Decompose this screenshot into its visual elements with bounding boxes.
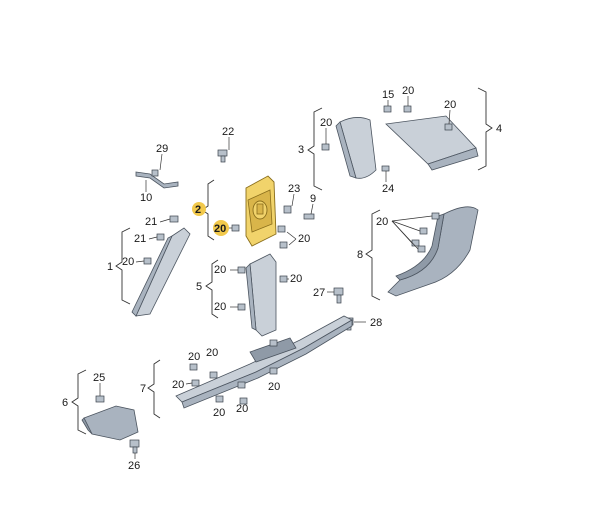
clip-20-p1 <box>143 257 152 265</box>
part-5-b-pillar-lower <box>245 253 277 337</box>
callout-2: 2 <box>195 204 201 216</box>
part-6-footwell-trim <box>81 395 139 441</box>
clips-20-p7 <box>189 339 278 405</box>
clip-23 <box>283 205 292 214</box>
callout-26: 26 <box>128 460 140 472</box>
bracket-7 <box>147 359 161 419</box>
clip-20-p5b <box>237 303 246 311</box>
callout-7: 7 <box>140 383 146 395</box>
clip-9 <box>303 213 315 220</box>
callout-20-p4a: 20 <box>402 85 414 97</box>
callout-20-p7d: 20 <box>213 407 225 419</box>
callout-5: 5 <box>196 281 202 293</box>
callout-10: 10 <box>140 192 152 204</box>
callout-3: 3 <box>298 144 304 156</box>
callout-4: 4 <box>496 123 502 135</box>
part-1-a-pillar-trim <box>131 227 191 317</box>
callout-20-p5a: 20 <box>214 264 226 276</box>
callout-23: 23 <box>288 183 300 195</box>
clip-24 <box>381 165 390 172</box>
callout-20-p2b: 20 <box>298 233 310 245</box>
callout-29: 29 <box>156 143 168 155</box>
callout-21-b: 21 <box>134 233 146 245</box>
fastener-27 <box>333 287 344 304</box>
part-2-b-pillar-upper <box>245 175 277 247</box>
callout-20-p5c: 20 <box>290 273 302 285</box>
callout-20-p7f: 20 <box>268 381 280 393</box>
part-3-trim <box>335 117 377 179</box>
callout-20-p1: 20 <box>122 256 134 268</box>
bracket-5 <box>205 259 219 319</box>
screw-26 <box>129 439 140 454</box>
clip-20-p2b <box>277 225 286 233</box>
callout-20-p2-highlight <box>213 220 229 236</box>
bracket-6 <box>71 369 87 435</box>
callout-28: 28 <box>370 317 382 329</box>
clip-20-p2 <box>231 224 240 232</box>
callout-20-p3: 20 <box>320 117 332 129</box>
callout-20-p7b: 20 <box>206 347 218 359</box>
clip-20-p5c <box>279 275 288 283</box>
clip-21-b <box>156 233 165 241</box>
callout-24: 24 <box>382 183 394 195</box>
clip-20-p2c <box>279 241 288 249</box>
callout-8: 8 <box>357 249 363 261</box>
callout-25: 25 <box>93 372 105 384</box>
callout-20-p5b: 20 <box>214 301 226 313</box>
bracket-3 <box>307 107 323 191</box>
clip-21-a <box>169 215 179 223</box>
callout-21-a: 21 <box>145 216 157 228</box>
callout-2-highlight <box>192 202 206 216</box>
bracket-4 <box>477 87 493 171</box>
callout-20-p4b: 20 <box>444 99 456 111</box>
callout-20-p7a: 20 <box>188 351 200 363</box>
bracket-1 <box>115 227 131 305</box>
part-4-clips <box>383 105 453 131</box>
callout-9: 9 <box>310 193 316 205</box>
screw-22 <box>217 149 228 163</box>
callout-15: 15 <box>382 89 394 101</box>
clip-20-p3 <box>321 143 330 151</box>
part-4-trim <box>385 115 479 171</box>
callout-20-p2: 20 <box>214 223 226 235</box>
bracket-8 <box>365 209 381 301</box>
callout-1: 1 <box>107 261 113 273</box>
callout-20-p7e: 20 <box>236 403 248 415</box>
callout-20-p8: 20 <box>376 216 388 228</box>
callout-6: 6 <box>62 397 68 409</box>
part-10-bracket <box>135 169 179 189</box>
callout-20-p7c: 20 <box>172 379 184 391</box>
callout-22: 22 <box>222 126 234 138</box>
callout-27: 27 <box>313 287 325 299</box>
clip-20-p5a <box>237 266 246 274</box>
part-8-rear-trim <box>387 206 479 297</box>
part-7-sill-trim <box>175 315 353 409</box>
